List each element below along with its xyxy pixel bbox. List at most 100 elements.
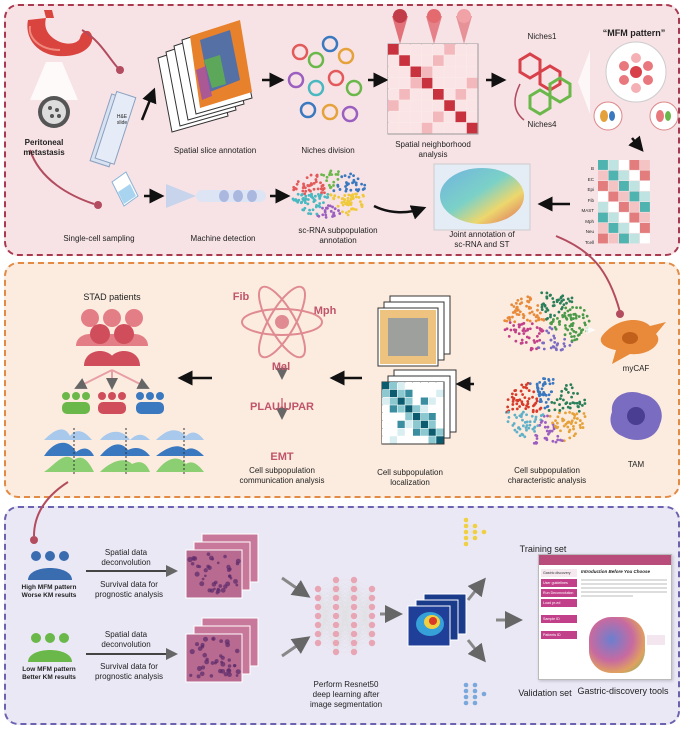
umap-point — [558, 320, 562, 323]
umap-point — [354, 192, 357, 196]
nucleus-dot — [233, 579, 238, 584]
heatmap-cell — [388, 77, 399, 89]
umap-point — [535, 347, 538, 351]
localization-cell — [389, 397, 397, 405]
niches4-structure — [528, 76, 572, 116]
nucleus-dot — [196, 674, 201, 679]
patient-group-green — [62, 392, 90, 414]
umap-point — [326, 192, 330, 196]
umap-point — [549, 315, 552, 319]
net-node — [463, 541, 469, 547]
umap-point — [537, 316, 540, 320]
net-node — [472, 682, 478, 688]
label-niches-division: Niches division — [301, 146, 355, 155]
umap-point — [325, 179, 329, 182]
umap-point — [570, 296, 574, 300]
heatmap-cell — [410, 44, 422, 55]
umap-point — [540, 291, 544, 295]
localization-cell — [413, 389, 421, 397]
net-node — [350, 585, 358, 593]
umap-point — [529, 346, 533, 350]
umap-point — [566, 425, 570, 429]
localization-cell — [405, 405, 413, 413]
umap-point — [542, 318, 546, 321]
umap-point — [542, 347, 546, 351]
app-menu-item[interactable]: User guidelines — [541, 579, 577, 587]
net-node — [368, 612, 376, 620]
umap-point — [551, 297, 555, 300]
umap-point — [557, 310, 561, 314]
umap-point — [552, 300, 556, 304]
app-menu-item[interactable]: Gastric discovery — [541, 569, 577, 577]
umap-point — [519, 389, 523, 393]
umap-point — [510, 303, 514, 307]
umap-point — [314, 205, 318, 209]
app-menu-item[interactable]: Load pr-ed — [541, 599, 577, 607]
umap-point — [521, 313, 525, 316]
umap-point — [321, 188, 325, 192]
label-resnet50: Perform Resnet50 deep learning after ima… — [309, 680, 383, 709]
umap-point — [345, 183, 349, 187]
umap-point — [302, 198, 306, 202]
umap-point — [567, 420, 570, 424]
localization-cell — [436, 389, 444, 397]
umap-point — [319, 181, 322, 185]
app-menu-item[interactable]: Sample ID — [541, 615, 577, 623]
umap-point — [356, 177, 360, 181]
umap-point — [582, 308, 586, 312]
umap-point — [579, 306, 582, 310]
umap-point — [560, 389, 564, 393]
stad-patients-icon — [76, 309, 148, 366]
nucleus-dot — [213, 580, 218, 585]
umap-point — [583, 415, 587, 418]
umap-point — [568, 436, 572, 440]
umap-point — [564, 306, 568, 310]
net-edge — [465, 531, 476, 545]
umap-point — [340, 201, 344, 204]
localization-cell — [397, 436, 405, 444]
corr-cell — [640, 233, 650, 244]
umap-point — [570, 323, 573, 326]
umap-point — [320, 173, 323, 177]
umap-point — [572, 434, 576, 438]
localization-cell — [389, 389, 397, 397]
umap-point — [314, 180, 318, 184]
localization-cell — [413, 428, 421, 436]
app-menu-item[interactable]: Patients ID — [541, 631, 577, 639]
umap-point — [305, 176, 309, 179]
localization-cell — [436, 436, 444, 444]
umap-point — [322, 201, 325, 205]
corr-row-label: MAST — [581, 208, 594, 213]
umap-point — [309, 189, 312, 193]
umap-point — [560, 307, 563, 311]
umap-point — [564, 411, 567, 415]
umap-point — [551, 320, 555, 323]
umap-point — [513, 428, 517, 432]
umap-point — [512, 305, 516, 308]
umap-point — [572, 317, 575, 320]
localization-cell — [389, 436, 397, 444]
app-button-cluster[interactable] — [647, 635, 665, 645]
app-paragraph — [581, 577, 667, 611]
umap-point — [547, 331, 551, 335]
heatmap-cell — [433, 44, 444, 55]
umap-point — [349, 188, 353, 192]
umap-point — [508, 316, 512, 319]
net-node — [350, 612, 358, 620]
umap-point — [548, 382, 552, 386]
resnet50-network — [314, 576, 376, 656]
localization-cell — [420, 420, 428, 428]
umap-point — [523, 396, 527, 400]
app-menu-item[interactable]: Run Deconvolution — [541, 589, 577, 597]
net-edge — [335, 615, 355, 653]
umap-point — [311, 208, 315, 212]
umap-point — [572, 425, 575, 428]
label-low-mfm: Low MFM pattern Better KM results — [22, 666, 76, 681]
low-mfm-group-icon — [28, 633, 72, 662]
net-node — [472, 694, 478, 700]
umap-point — [345, 187, 348, 191]
patient-group-red — [98, 392, 126, 414]
umap-point — [315, 212, 319, 216]
nucleus-dot — [200, 665, 206, 670]
